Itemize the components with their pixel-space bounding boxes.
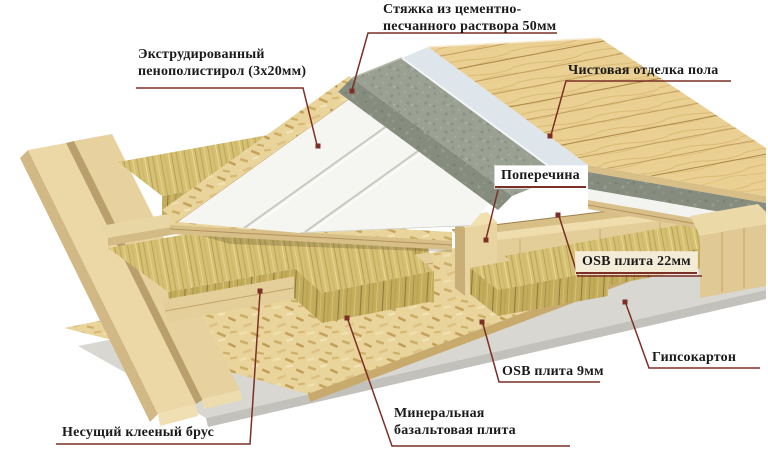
wool-batt-top <box>470 248 608 290</box>
joist-top <box>458 209 698 244</box>
wool-batt-side <box>294 268 322 323</box>
leader-crossbar <box>485 189 499 240</box>
leader-mineral <box>347 319 570 447</box>
leader-screed <box>351 32 557 91</box>
screed-cut-face <box>338 78 512 210</box>
leader-dots <box>257 88 628 325</box>
front-wool-batts <box>294 247 608 323</box>
label-osb9: OSB плита 9мм <box>502 364 604 379</box>
leader-dot <box>344 315 350 321</box>
label-screed: Стяжка из цементно-песчанного раствора 5… <box>383 2 557 34</box>
wool-batt-top <box>294 247 434 293</box>
post-side <box>455 218 465 296</box>
leader-lines <box>56 32 760 447</box>
gypsum-front-edge <box>206 290 766 427</box>
leader-dot <box>547 133 553 139</box>
beam-cut-end <box>158 404 198 426</box>
leader-dot <box>479 319 485 325</box>
leader-dot <box>349 88 355 94</box>
beam-cut-end <box>202 390 242 409</box>
leader-gypsum <box>625 303 760 369</box>
beam-seam <box>66 141 204 404</box>
label-crossbar: Поперечина <box>495 166 586 188</box>
screed-cut-band <box>588 172 766 220</box>
leader-dot <box>257 288 263 294</box>
cement-screed <box>338 57 562 210</box>
label-gypsum: Гипсокартон <box>652 350 737 365</box>
leader-dot <box>555 212 561 218</box>
wool-batt-front <box>498 270 608 316</box>
underlayment <box>401 47 588 177</box>
label-finish: Чистовая отделка пола <box>568 63 719 78</box>
leader-beam <box>56 292 261 445</box>
leader-dot <box>622 299 628 305</box>
underlay-surface <box>402 47 588 176</box>
left-frame-beams <box>20 134 242 426</box>
leader-osb9 <box>482 323 600 383</box>
corner-beam-blocks <box>690 204 766 298</box>
plank-surface <box>428 38 766 196</box>
leader-xps <box>136 87 318 146</box>
block-front <box>700 224 766 298</box>
leader-dot <box>315 143 321 149</box>
plank-edge-band <box>588 165 766 203</box>
block-top <box>690 204 766 236</box>
leader-dot <box>483 237 489 243</box>
screed-top-surface <box>352 58 562 196</box>
deck-osb-margin <box>162 76 365 222</box>
wool-batt-front <box>322 271 434 323</box>
label-osb22: OSB плита 22мм <box>576 252 697 274</box>
leader-finish <box>550 80 731 136</box>
leader-osb22 <box>558 215 702 277</box>
beam-side-face <box>20 150 158 422</box>
finish-floor-planks <box>427 37 766 196</box>
label-beam: Несущий клееный брус <box>62 425 215 440</box>
wool-batt-side <box>470 268 498 316</box>
beam-top-face <box>28 143 196 414</box>
